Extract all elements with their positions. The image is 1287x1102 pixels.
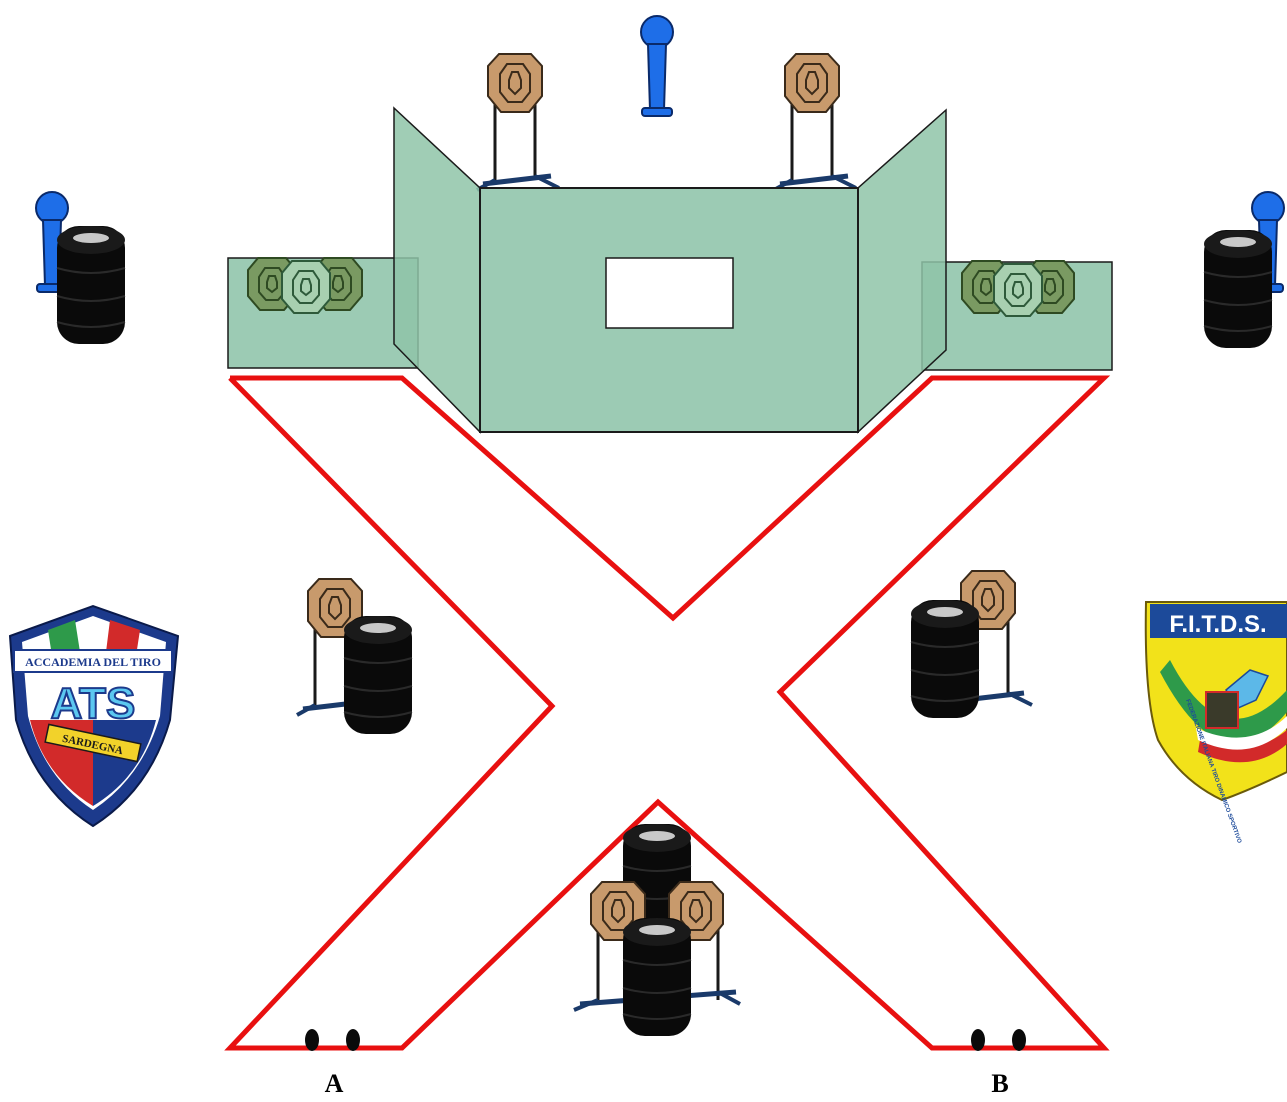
tires-mid-left — [343, 615, 413, 735]
fault-line — [224, 375, 1111, 1051]
ats-band-text: ACCADEMIA DEL TIRO — [25, 655, 161, 669]
start-label-b: B — [991, 1069, 1008, 1098]
noshoot-group-right — [961, 260, 1075, 317]
fitds-title-text: F.I.T.D.S. — [1169, 611, 1266, 638]
wing-wall-right — [857, 108, 947, 434]
ats-main-text: ATS — [51, 679, 136, 728]
popper-top-center — [640, 15, 674, 117]
bottom-cluster — [573, 823, 741, 1037]
start-label-a: A — [325, 1069, 344, 1098]
start-feet-a — [305, 1029, 360, 1051]
ats-logo: ACCADEMIA DEL TIRO ATS SARDEGNA — [8, 604, 180, 828]
target-top-right — [774, 54, 856, 190]
target-top-left — [477, 54, 559, 190]
tires-left — [56, 225, 126, 345]
start-feet-b — [971, 1029, 1026, 1051]
tires-right — [1203, 229, 1273, 349]
fitds-logo: F.I.T.D.S. FEDERAZIONE ITALIANA TIRO DIN… — [1144, 601, 1287, 844]
noshoot-group-left — [247, 257, 363, 314]
tires-mid-right — [910, 599, 980, 719]
wall-window — [605, 257, 734, 329]
